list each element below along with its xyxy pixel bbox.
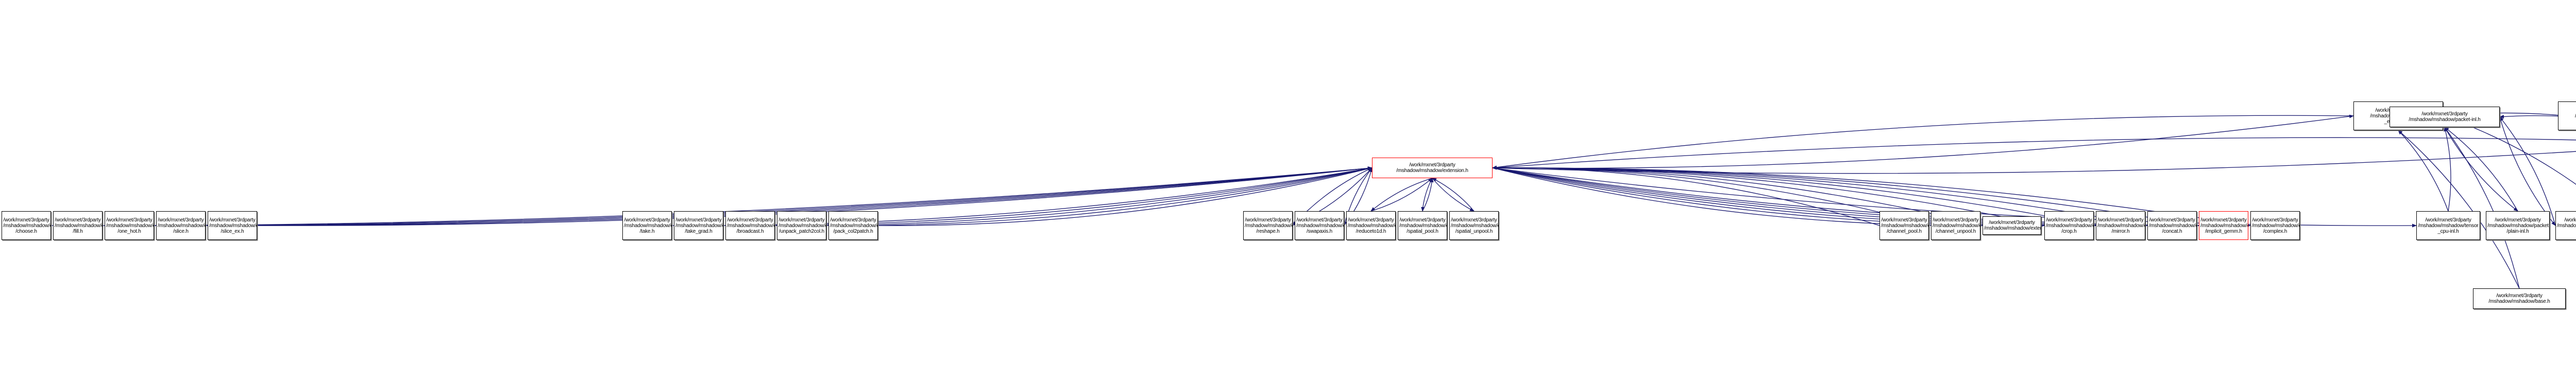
graph-node[interactable]: /work/mxnet/3rdparty /mshadow/mshadow/ex… — [1398, 211, 1447, 240]
graph-node[interactable]: /work/mxnet/3rdparty /mshadow/mshadow/ba… — [2473, 288, 2566, 309]
graph-node-label: /work/mxnet/3rdparty /mshadow/mshadow/ex… — [1296, 217, 1344, 234]
graph-node-label: /work/mxnet/3rdparty /mshadow/mshadow/ex… — [2046, 217, 2093, 234]
graph-node-label: /work/mxnet/3rdparty /mshadow/mshadow/ex… — [778, 217, 826, 234]
graph-node[interactable]: /work/mxnet/3rdparty /mshadow/mshadow/pa… — [2389, 107, 2500, 127]
graph-node[interactable]: /work/mxnet/3rdparty /mshadow/mshadow/ex… — [53, 211, 103, 240]
graph-edge — [1422, 178, 1434, 212]
graph-node-label: /work/mxnet/3rdparty /mshadow/mshadow/ex… — [727, 217, 774, 234]
graph-node-label: /work/mxnet/3rdparty /mshadow/mshadow/ex… — [1245, 217, 1292, 234]
graph-node-label: /work/mxnet/3rdparty /mshadow/mshadow/ex… — [675, 217, 723, 234]
graph-node-label: /work/mxnet/3rdparty /mshadow/mshadow/ex… — [55, 217, 102, 234]
graph-node-label: /work/mxnet/3rdparty /mshadow/mshadow/ex… — [830, 217, 877, 234]
graph-node[interactable]: /work/mxnet/3rdparty /mshadow/mshadow/ex… — [2250, 211, 2300, 240]
graph-node[interactable]: /work/mxnet/3rdparty /mshadow/mshadow/ex… — [1346, 211, 1396, 240]
graph-node-label: /work/mxnet/3rdparty /mshadow/mshadow/ex… — [2252, 217, 2299, 234]
graph-edge — [1432, 178, 1475, 212]
graph-node-label: /work/mxnet/3rdparty /mshadow/mshadow/pa… — [2409, 111, 2481, 123]
graph-node[interactable]: /work/mxnet/3rdparty /mshadow/mshadow/ex… — [725, 211, 775, 240]
graph-edge — [1492, 166, 1931, 226]
graph-node[interactable]: /work/mxnet/3rdparty /mshadow/mshadow/ex… — [674, 211, 723, 240]
graph-node-label: /work/mxnet/3rdparty /mshadow/mshadow/ex… — [2097, 217, 2145, 234]
graph-edge — [2499, 116, 2556, 226]
graph-edge — [2443, 115, 2576, 185]
graph-edge — [1421, 178, 1433, 212]
graph-node[interactable]: /work/mxnet/3rdparty /mshadow/mshadow/st… — [2558, 101, 2576, 130]
graph-edge — [1370, 178, 1433, 212]
graph-node-label: /work/mxnet/3rdparty /mshadow/mshadow/ex… — [209, 217, 257, 234]
graph-node[interactable]: /work/mxnet/3rdparty /mshadow/mshadow/pa… — [2555, 211, 2576, 240]
graph-node-label: /work/mxnet/3rdparty /mshadow/mshadow/ex… — [1399, 217, 1447, 234]
graph-node-label: /work/mxnet/3rdparty /mshadow/mshadow/ex… — [624, 217, 671, 234]
graph-edge — [1492, 166, 1880, 226]
graph-edge — [2444, 127, 2518, 212]
graph-node[interactable]: /work/mxnet/3rdparty /mshadow/mshadow/ex… — [208, 211, 257, 240]
graph-node-label: /work/mxnet/3rdparty /mshadow/mshadow/ex… — [1348, 217, 1395, 234]
graph-edge — [2398, 130, 2449, 212]
graph-node-label: /work/mxnet/3rdparty /mshadow/mshadow/ex… — [1984, 220, 2041, 231]
graph-node[interactable]: /work/mxnet/3rdparty /mshadow/mshadow/pa… — [2486, 211, 2550, 240]
graph-node[interactable]: /work/mxnet/3rdparty /mshadow/mshadow/te… — [2416, 211, 2480, 240]
graph-node[interactable]: /work/mxnet/3rdparty /mshadow/mshadow/ex… — [622, 211, 672, 240]
graph-node[interactable]: /work/mxnet/3rdparty /mshadow/mshadow/ex… — [105, 211, 154, 240]
graph-node[interactable]: /work/mxnet/3rdparty /mshadow/mshadow/ex… — [1295, 211, 1344, 240]
graph-edge — [2398, 130, 2520, 289]
graph-node[interactable]: /work/mxnet/3rdparty /mshadow/mshadow/ex… — [2, 211, 51, 240]
graph-node-label: /work/mxnet/3rdparty /mshadow/mshadow/pa… — [2487, 217, 2549, 234]
graph-edge — [1492, 115, 2354, 169]
graph-node-label: /work/mxnet/3rdparty /mshadow/mshadow/ex… — [2149, 217, 2196, 234]
graph-node[interactable]: /work/mxnet/3rdparty /mshadow/mshadow/ex… — [1372, 158, 1493, 178]
graph-node-label: /work/mxnet/3rdparty /mshadow/mshadow/ex… — [3, 217, 50, 234]
graph-node[interactable]: /work/mxnet/3rdparty /mshadow/mshadow/ex… — [2044, 211, 2094, 240]
graph-edge — [2444, 127, 2451, 212]
graph-edge — [2444, 127, 2518, 212]
graph-node-label: /work/mxnet/3rdparty /mshadow/mshadow/ex… — [1396, 162, 1468, 174]
graph-node[interactable]: /work/mxnet/3rdparty /mshadow/mshadow/ex… — [1243, 211, 1293, 240]
graph-node-label: /work/mxnet/3rdparty /mshadow/mshadow/ex… — [158, 217, 205, 234]
graph-node[interactable]: /work/mxnet/3rdparty /mshadow/mshadow/ex… — [2199, 211, 2248, 240]
graph-node-label: /work/mxnet/3rdparty /mshadow/mshadow/st… — [2560, 108, 2576, 125]
graph-edge — [1432, 178, 1475, 212]
graph-node-label: /work/mxnet/3rdparty /mshadow/mshadow/ex… — [2200, 217, 2248, 234]
graph-node-label: /work/mxnet/3rdparty /mshadow/mshadow/te… — [2418, 217, 2479, 234]
graph-node[interactable]: /work/mxnet/3rdparty /mshadow/mshadow/ex… — [828, 211, 878, 240]
graph-node[interactable]: /work/mxnet/3rdparty /mshadow/mshadow/ex… — [1982, 216, 2041, 235]
graph-edge — [2499, 116, 2556, 226]
graph-edge — [1492, 137, 2576, 169]
graph-node[interactable]: /work/mxnet/3rdparty /mshadow/mshadow/ex… — [2147, 211, 2197, 240]
graph-node[interactable]: /work/mxnet/3rdparty /mshadow/mshadow/ex… — [1449, 211, 1499, 240]
graph-node-label: /work/mxnet/3rdparty /mshadow/mshadow/ex… — [106, 217, 154, 234]
graph-node[interactable]: /work/mxnet/3rdparty /mshadow/mshadow/ex… — [1931, 211, 1980, 240]
graph-node[interactable]: /work/mxnet/3rdparty /mshadow/mshadow/ex… — [777, 211, 826, 240]
graph-node-label: /work/mxnet/3rdparty /mshadow/mshadow/ex… — [1881, 217, 1928, 234]
graph-edge — [1492, 151, 2576, 174]
graph-node[interactable]: /work/mxnet/3rdparty /mshadow/mshadow/ex… — [156, 211, 206, 240]
graph-node-label: /work/mxnet/3rdparty /mshadow/mshadow/ex… — [1933, 217, 1980, 234]
graph-edge — [1370, 178, 1433, 212]
graph-node-label: /work/mxnet/3rdparty /mshadow/mshadow/pa… — [2557, 217, 2576, 229]
graph-node[interactable]: /work/mxnet/3rdparty /mshadow/mshadow/ex… — [2096, 211, 2145, 240]
graph-edge — [2444, 127, 2520, 289]
graph-node[interactable]: /work/mxnet/3rdparty /mshadow/mshadow/ex… — [1879, 211, 1929, 240]
graph-edge — [1492, 114, 2354, 169]
graph-node-label: /work/mxnet/3rdparty /mshadow/mshadow/ba… — [2488, 293, 2550, 304]
graph-node-label: /work/mxnet/3rdparty /mshadow/mshadow/ex… — [1451, 217, 1498, 234]
